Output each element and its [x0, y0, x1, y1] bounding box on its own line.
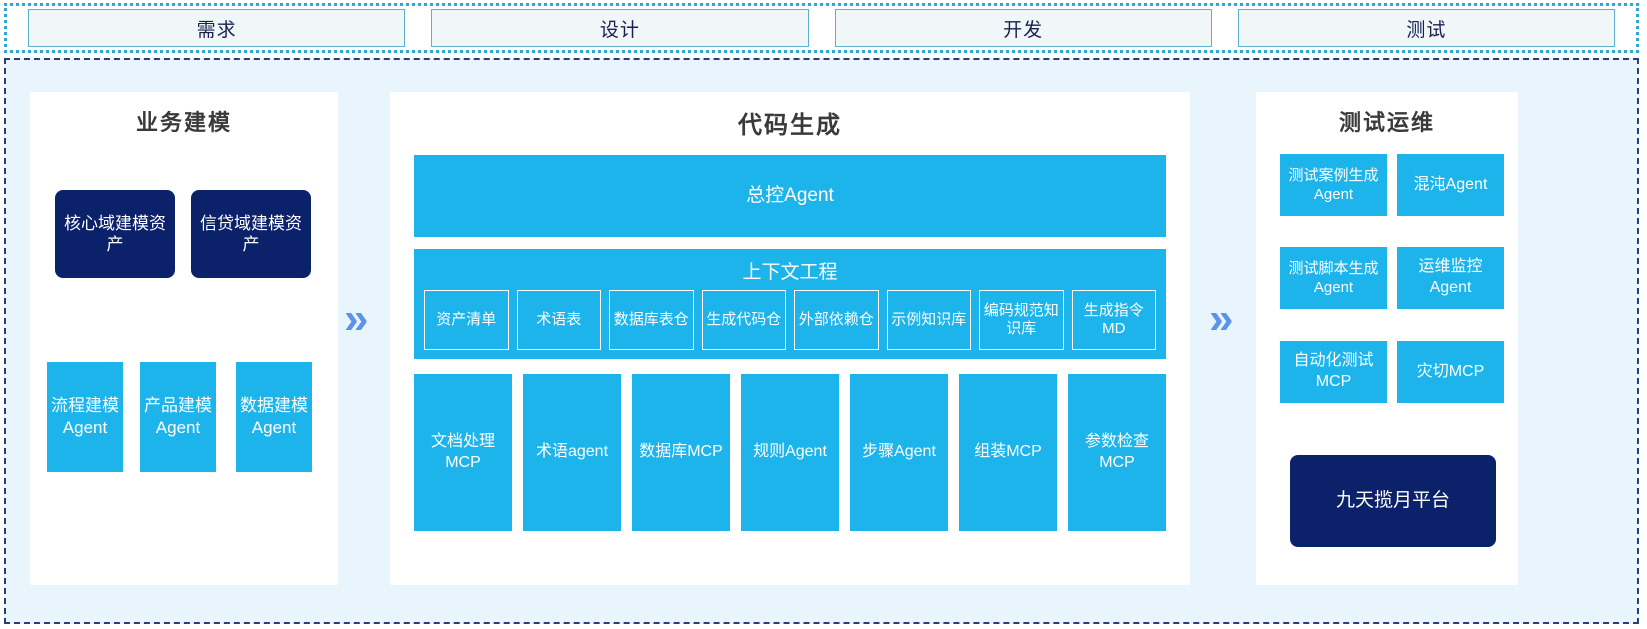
- context-item-label: 示例知识库: [891, 311, 967, 329]
- context-item-generated-code-repo[interactable]: 生成代码仓: [701, 290, 786, 350]
- tool-label: 自动化测试MCP: [1293, 352, 1374, 390]
- panel-business-modeling: 业务建模 核心域建模资产 信贷域建模资产 流程建模Agent 产品建模Agent…: [30, 92, 338, 585]
- context-item-generation-instruction-md[interactable]: 生成指令MD: [1071, 290, 1156, 350]
- tool-box-assembly-mcp[interactable]: 组装MCP: [959, 374, 1057, 531]
- phase-box-design[interactable]: 设计: [431, 9, 809, 47]
- asset-box-credit-domain[interactable]: 信贷域建模资产: [191, 190, 311, 278]
- platform-label: 九天揽月平台: [1335, 490, 1450, 512]
- asset-label: 核心域建模资产: [64, 213, 166, 254]
- panel-title-code-generation: 代码生成: [738, 112, 842, 139]
- tool-box-glossary-agent[interactable]: 术语agent: [523, 374, 621, 531]
- context-item-label: 数据库表仓: [613, 311, 689, 329]
- agent-label: 运维监控Agent: [1418, 258, 1483, 296]
- chevron-right-icon-2: »: [1209, 294, 1234, 343]
- tool-box-parameter-check-mcp[interactable]: 参数检查MCP: [1068, 374, 1166, 531]
- agent-box-chaos[interactable]: 混沌Agent: [1397, 154, 1504, 216]
- phase-label: 开发: [1003, 19, 1044, 41]
- context-item-glossary[interactable]: 术语表: [516, 290, 601, 350]
- main-architecture-area: 业务建模 核心域建模资产 信贷域建模资产 流程建模Agent 产品建模Agent…: [4, 58, 1639, 624]
- context-item-label: 生成指令MD: [1083, 302, 1144, 337]
- tool-label: 规则Agent: [753, 443, 827, 461]
- tool-label: 术语agent: [535, 443, 609, 461]
- agent-label: 测试脚本生成Agent: [1288, 259, 1379, 297]
- agent-label: 测试案例生成Agent: [1288, 166, 1379, 204]
- agent-label: 流程建模Agent: [51, 395, 119, 437]
- phase-box-testing[interactable]: 测试: [1237, 9, 1615, 47]
- asset-label: 信贷域建模资产: [200, 213, 302, 254]
- context-item-label: 术语表: [536, 311, 582, 329]
- tool-label: 灾切MCP: [1416, 362, 1485, 380]
- context-engineering-items: 资产清单 术语表 数据库表仓 生成代码仓 外部依赖仓 示例知: [414, 284, 1166, 350]
- phase-label: 测试: [1406, 19, 1447, 41]
- context-engineering-title: 上下文工程: [742, 262, 838, 283]
- phase-box-development[interactable]: 开发: [834, 9, 1212, 47]
- context-item-external-dependency-repo[interactable]: 外部依赖仓: [794, 290, 879, 350]
- tool-box-disaster-switch-mcp[interactable]: 灾切MCP: [1397, 341, 1504, 403]
- agent-box-test-case-generation[interactable]: 测试案例生成Agent: [1280, 154, 1387, 216]
- tool-label: 组装MCP: [974, 443, 1042, 461]
- platform-box-jiutian-lanyue[interactable]: 九天揽月平台: [1290, 455, 1496, 547]
- agent-box-data-modeling[interactable]: 数据建模Agent: [236, 362, 312, 472]
- chevron-right-icon-1: »: [344, 294, 369, 343]
- tool-box-rule-agent[interactable]: 规则Agent: [741, 374, 839, 531]
- master-control-agent-box[interactable]: 总控Agent: [414, 155, 1166, 237]
- context-item-db-table-repo[interactable]: 数据库表仓: [609, 290, 694, 350]
- panel-code-generation: 代码生成 总控Agent 上下文工程 资产清单 术语表 数据库表仓: [390, 92, 1190, 585]
- tool-label: 参数检查MCP: [1084, 432, 1149, 471]
- agent-box-product-modeling[interactable]: 产品建模Agent: [140, 362, 216, 472]
- context-item-coding-standard-knowledge-base[interactable]: 编码规范知识库: [979, 290, 1064, 350]
- phase-strip: 需求 设计 开发 测试: [4, 3, 1639, 53]
- agent-box-process-modeling[interactable]: 流程建模Agent: [47, 362, 123, 472]
- agent-label: 数据建模Agent: [240, 395, 308, 437]
- context-item-label: 资产清单: [436, 311, 497, 329]
- tool-label: 数据库MCP: [639, 443, 723, 461]
- context-item-example-knowledge-base[interactable]: 示例知识库: [886, 290, 971, 350]
- context-engineering-box: 上下文工程 资产清单 术语表 数据库表仓 生成代码仓 外部依赖仓: [414, 249, 1166, 359]
- phase-label: 需求: [196, 19, 237, 41]
- panel-title-business-modeling: 业务建模: [135, 110, 232, 135]
- tool-box-document-processing-mcp[interactable]: 文档处理MCP: [414, 374, 512, 531]
- context-item-label: 编码规范知识库: [983, 302, 1059, 337]
- tool-row: 文档处理MCP 术语agent 数据库MCP 规则Agent 步骤Agent 组…: [414, 374, 1166, 531]
- tool-label: 步骤Agent: [862, 443, 936, 461]
- tool-box-automated-test-mcp[interactable]: 自动化测试MCP: [1280, 341, 1387, 403]
- panel-title-test-operations: 测试运维: [1338, 110, 1435, 135]
- agent-box-ops-monitoring[interactable]: 运维监控Agent: [1397, 247, 1504, 309]
- asset-box-core-domain[interactable]: 核心域建模资产: [55, 190, 175, 278]
- agent-label: 产品建模Agent: [144, 395, 212, 437]
- context-item-label: 外部依赖仓: [798, 311, 874, 329]
- tool-label: 文档处理MCP: [430, 432, 495, 471]
- context-item-asset-list[interactable]: 资产清单: [424, 290, 509, 350]
- tool-box-step-agent[interactable]: 步骤Agent: [850, 374, 948, 531]
- panel-test-operations: 测试运维 测试案例生成Agent 混沌Agent 测试脚本生成Agent 运维监…: [1256, 92, 1518, 585]
- agent-label: 混沌Agent: [1413, 175, 1488, 193]
- master-control-agent-label: 总控Agent: [746, 184, 834, 206]
- phase-label: 设计: [599, 19, 640, 41]
- tool-box-database-mcp[interactable]: 数据库MCP: [632, 374, 730, 531]
- context-item-label: 生成代码仓: [706, 311, 782, 329]
- phase-box-requirements[interactable]: 需求: [28, 9, 406, 47]
- agent-box-test-script-generation[interactable]: 测试脚本生成Agent: [1280, 247, 1387, 309]
